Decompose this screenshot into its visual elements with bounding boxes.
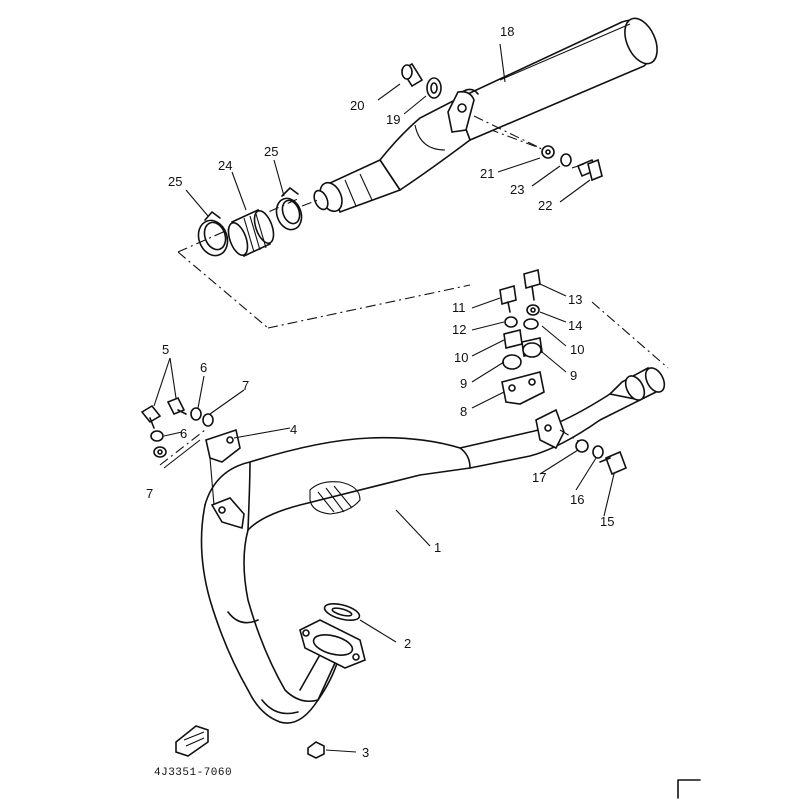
callout-25-left: 25 xyxy=(168,174,182,189)
right-fasteners xyxy=(499,268,628,476)
callout-9-left: 9 xyxy=(460,376,467,391)
page-marker-icon xyxy=(175,725,701,799)
callout-10-left: 10 xyxy=(454,350,468,365)
callout-23: 23 xyxy=(510,182,524,197)
callout-25-right: 25 xyxy=(264,144,278,159)
callout-4: 4 xyxy=(290,422,297,437)
leader-lines xyxy=(153,43,615,753)
callout-21: 21 xyxy=(480,166,494,181)
joint-clamps xyxy=(197,187,319,258)
callout-24: 24 xyxy=(218,158,232,173)
callout-labels: 1 2 3 4 5 6 6 7 7 8 9 9 10 10 11 12 13 1… xyxy=(146,24,614,779)
callout-3: 3 xyxy=(362,745,369,760)
callout-16: 16 xyxy=(570,492,584,507)
callout-18: 18 xyxy=(500,24,514,39)
callout-2: 2 xyxy=(404,636,411,651)
silencer-assembly xyxy=(313,17,658,214)
callout-19: 19 xyxy=(386,112,400,127)
callout-1: 1 xyxy=(434,540,441,555)
callout-15: 15 xyxy=(600,514,614,529)
part-code: 4J3351-7060 xyxy=(154,767,232,779)
callout-12: 12 xyxy=(452,322,466,337)
callout-22: 22 xyxy=(538,198,552,213)
callout-7-lower: 7 xyxy=(146,486,153,501)
callout-17: 17 xyxy=(532,470,546,485)
callout-5: 5 xyxy=(162,342,169,357)
callout-6-upper: 6 xyxy=(200,360,207,375)
callout-9-right: 9 xyxy=(570,368,577,383)
callout-14: 14 xyxy=(568,318,582,333)
callout-10-right: 10 xyxy=(570,342,584,357)
callout-20: 20 xyxy=(350,98,364,113)
callout-11: 11 xyxy=(452,300,466,315)
callout-13: 13 xyxy=(568,292,582,307)
callout-8: 8 xyxy=(460,404,467,419)
gasket-and-nut xyxy=(307,602,361,759)
left-fasteners xyxy=(140,396,214,458)
exhaust-pipe xyxy=(200,366,666,724)
callout-6-lower: 6 xyxy=(180,426,187,441)
callout-7-upper: 7 xyxy=(242,378,249,393)
muffler-fasteners xyxy=(400,62,603,182)
